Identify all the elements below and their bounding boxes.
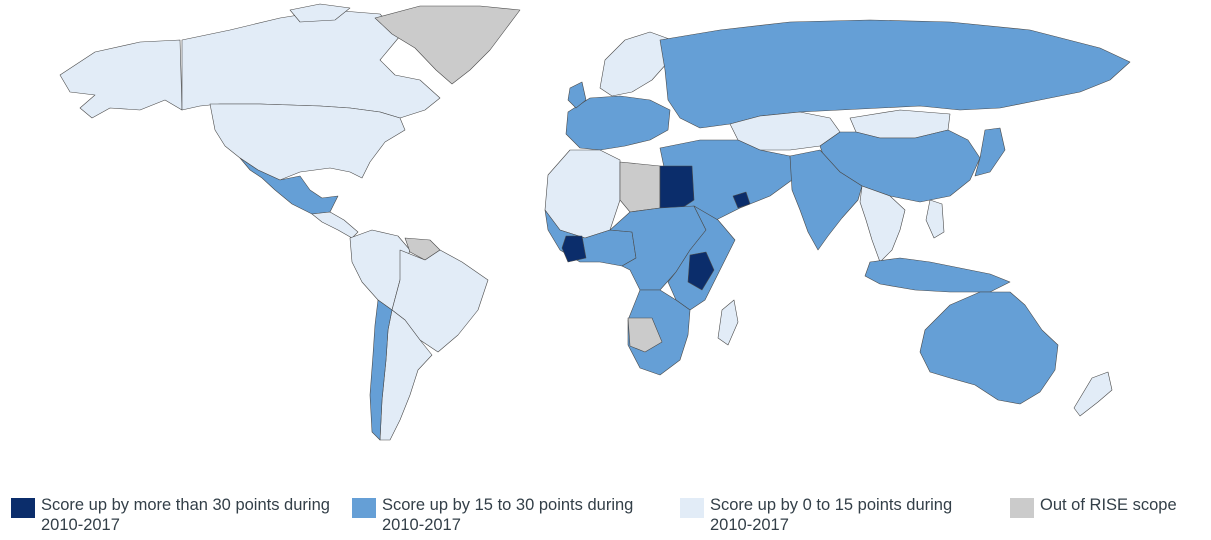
legend-label-low: Score up by 0 to 15 points during 2010-2… — [710, 496, 953, 534]
region-united-states — [209, 103, 406, 181]
region-namibia-botswana — [627, 317, 663, 353]
legend-label-high: Score up by more than 30 points during 2… — [41, 496, 330, 534]
legend-swatch-high — [11, 498, 35, 518]
region-egypt — [659, 165, 695, 209]
region-south-asia — [789, 149, 863, 251]
region-cote-divoire — [561, 235, 587, 263]
region-philippines — [925, 199, 945, 239]
legend-swatch-low — [680, 498, 704, 518]
map-legend: Score up by more than 30 points during 2… — [0, 495, 1211, 540]
region-alaska — [59, 39, 183, 119]
region-uae — [732, 191, 751, 209]
legend-item-low: Score up by 0 to 15 points during 2010-2… — [680, 495, 980, 535]
legend-label-out: Out of RISE scope — [1040, 496, 1177, 514]
region-central-africa — [609, 205, 707, 291]
legend-item-high: Score up by more than 30 points during 2… — [11, 495, 331, 535]
region-chile — [369, 299, 393, 441]
region-madagascar — [717, 299, 739, 346]
region-western-europe — [565, 95, 671, 151]
legend-item-mid: Score up by 15 to 30 points during 2010-… — [352, 495, 662, 535]
world-map-svg — [59, 3, 1131, 441]
region-japan — [974, 127, 1006, 177]
region-libya — [619, 161, 661, 213]
region-southern-africa — [627, 289, 691, 376]
region-kenya — [687, 251, 715, 291]
legend-swatch-mid — [352, 498, 376, 518]
region-greenland — [374, 5, 521, 85]
region-canada-islands — [289, 3, 351, 23]
region-indonesia — [864, 257, 1011, 293]
region-russia — [659, 19, 1131, 129]
world-map — [59, 3, 1131, 441]
region-australia — [919, 291, 1059, 405]
legend-label-mid: Score up by 15 to 30 points during 2010-… — [382, 496, 634, 534]
region-southeast-asia — [859, 185, 906, 263]
region-uk — [567, 81, 587, 109]
region-new-zealand — [1073, 371, 1113, 417]
region-central-america — [311, 211, 359, 239]
region-mexico — [239, 157, 339, 215]
legend-item-out: Out of RISE scope — [1010, 495, 1210, 518]
legend-swatch-out — [1010, 498, 1034, 518]
